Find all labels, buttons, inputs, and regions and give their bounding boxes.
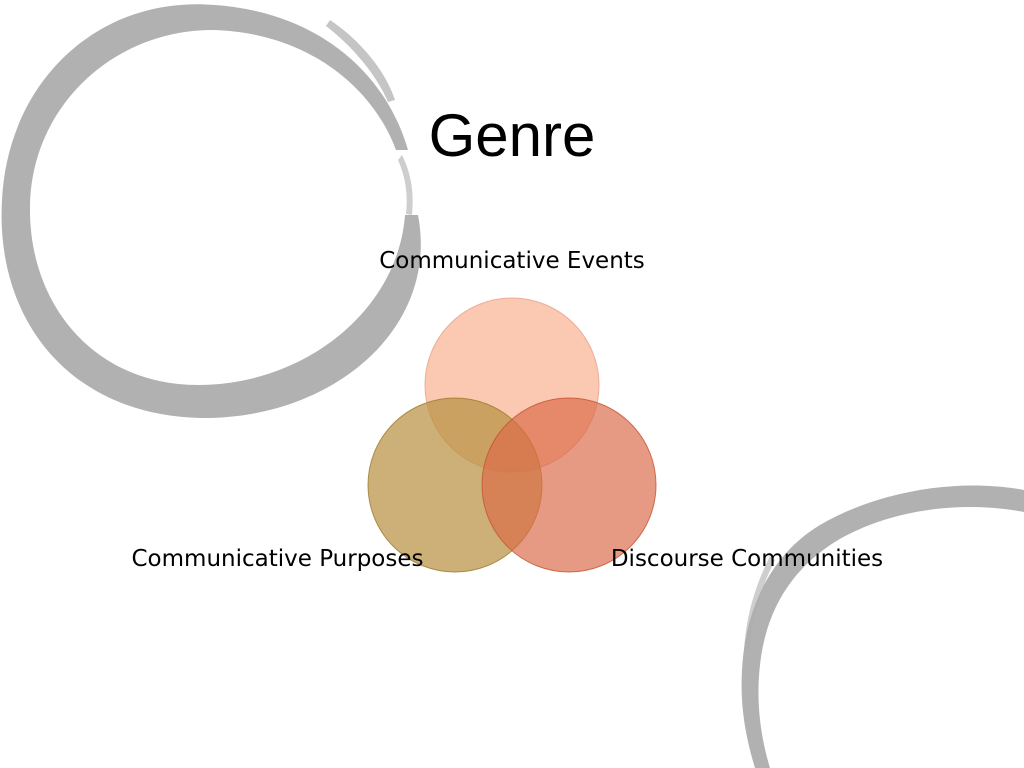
brush-ring-top-left: [1, 4, 421, 419]
venn-circle-discourse-communities: [481, 397, 657, 573]
slide-title: Genre: [428, 102, 596, 169]
brush-ring-bottom-right-main: [741, 485, 1024, 768]
brush-ring-top-left-streak: [326, 20, 395, 102]
brush-ring-bottom-right-streak: [744, 556, 775, 650]
brush-ring-top-left-tail: [398, 155, 413, 215]
venn-label-communicative-purposes: Communicative Purposes: [131, 546, 424, 572]
venn-label-communicative-events: Communicative Events: [379, 248, 645, 274]
venn-label-discourse-communities: Discourse Communities: [610, 546, 884, 572]
brush-ring-bottom-right: [741, 485, 1024, 768]
